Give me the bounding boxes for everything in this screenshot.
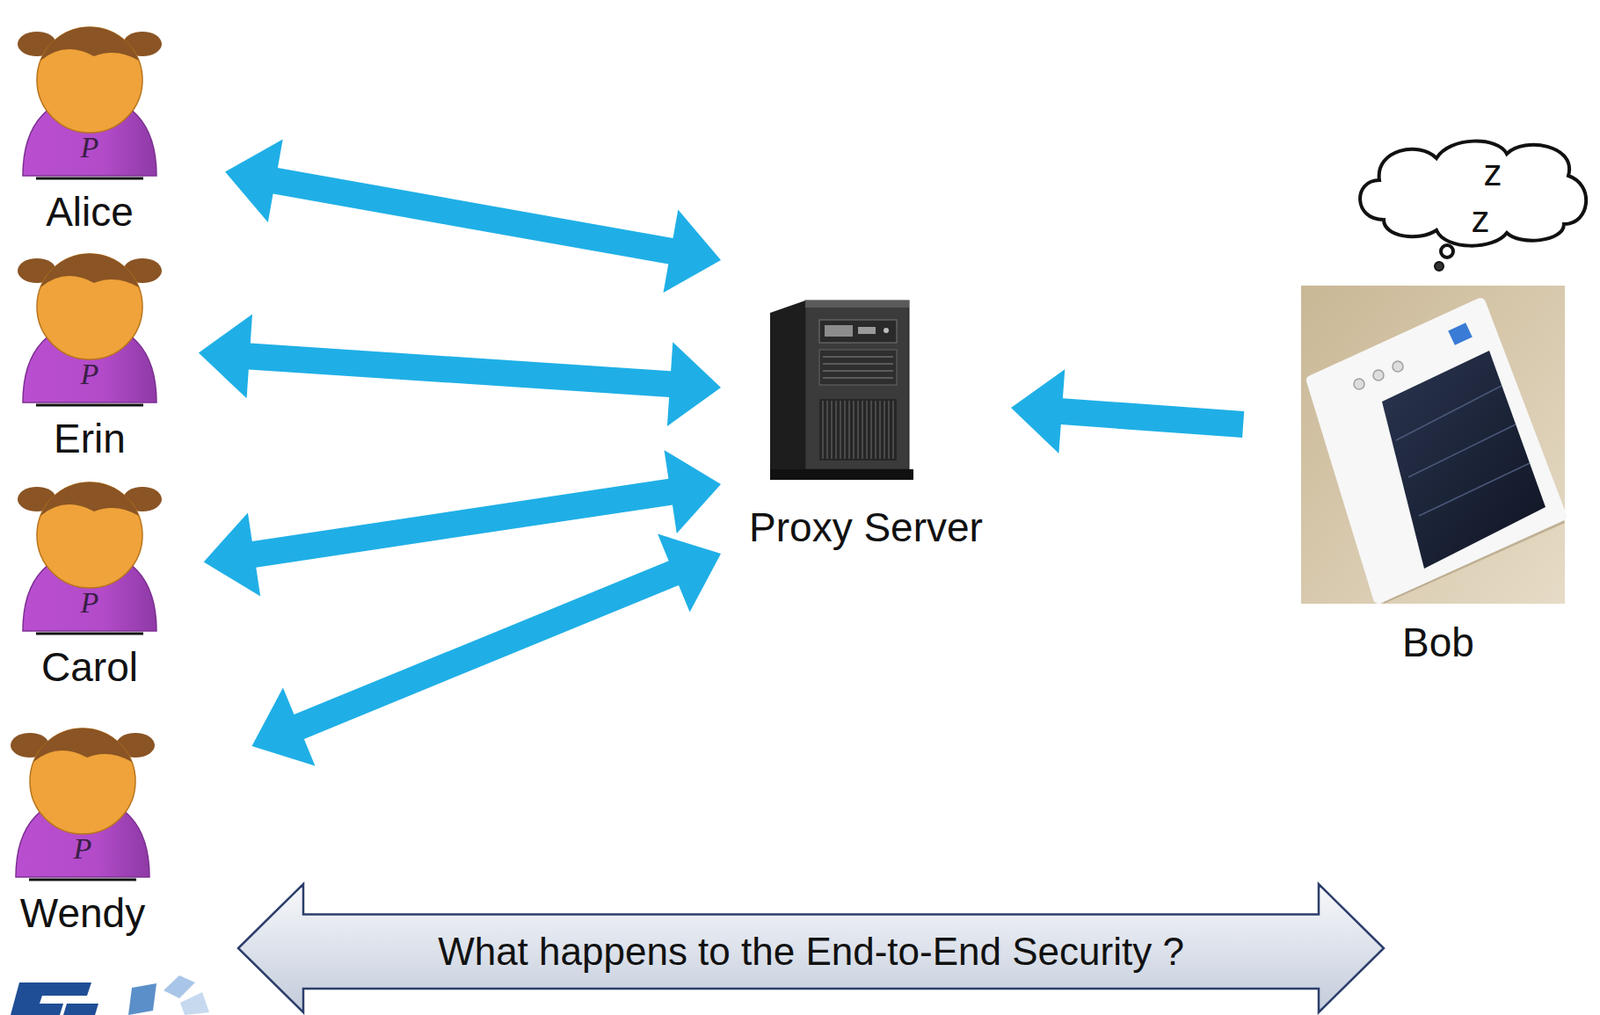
server-grille [819, 399, 897, 461]
block-arrow [225, 139, 721, 294]
person-hair [40, 27, 139, 61]
person-figure: P Carol [10, 467, 178, 692]
person-figure: P Wendy [3, 713, 171, 939]
logo-tile [128, 983, 157, 1015]
grille-line [843, 400, 846, 459]
grille-line [870, 400, 873, 459]
person-figure: P Erin [10, 239, 178, 464]
server-side [770, 300, 806, 480]
body-letter: P [80, 130, 100, 165]
person-head [29, 728, 136, 835]
grille-line [874, 400, 877, 459]
person-hair [40, 254, 139, 288]
block-arrow [1010, 369, 1244, 454]
sleep-letter: z [1471, 198, 1491, 241]
drive-bay [819, 320, 897, 343]
person-head [36, 27, 143, 133]
block-arrow [252, 534, 722, 767]
server-node: Proxy Server [720, 210, 1011, 563]
panel-line [1408, 424, 1516, 478]
grille-line [879, 400, 881, 459]
grille-line [821, 400, 824, 459]
logo-tile [163, 975, 196, 999]
person-hair [33, 728, 132, 763]
device-sensor [1373, 370, 1384, 381]
person-baseline [36, 404, 144, 408]
logo-tile [180, 992, 210, 1015]
person-name: Carol [41, 644, 139, 691]
person-drawing [17, 482, 162, 634]
grille-line [830, 400, 833, 459]
cloud-bubble [1434, 261, 1444, 271]
grille-line [826, 400, 829, 459]
photo-ground [1301, 285, 1565, 604]
person-baseline [36, 177, 144, 181]
cloud-drawing [1360, 141, 1586, 271]
grille-line [857, 400, 859, 459]
bay-line [822, 370, 894, 372]
drive-bay [819, 349, 897, 386]
body-letter: P [73, 831, 93, 866]
person-hair [40, 482, 139, 517]
logo-mark [63, 1003, 99, 1015]
device-label: Bob [1402, 619, 1475, 667]
device-logo [1447, 322, 1473, 346]
band-outline [238, 884, 1384, 1013]
server-drawing [770, 300, 914, 480]
person-figure: P Alice [10, 12, 178, 237]
device-case [1311, 303, 1562, 599]
cloud-bubble [1440, 245, 1454, 258]
thought-cloud: zz [1348, 131, 1595, 277]
person-baseline [29, 879, 137, 882]
person-name: Wendy [20, 890, 146, 938]
device-node: Bob [1292, 281, 1572, 669]
person-drawing [10, 728, 155, 880]
device-sensor [1353, 378, 1365, 390]
sleep-letter: z [1483, 152, 1503, 195]
drive-slot [858, 327, 876, 335]
server-top [805, 300, 910, 308]
person-name: Erin [53, 415, 126, 463]
person-name: Alice [45, 189, 134, 236]
bay-line [822, 363, 894, 365]
server-base [770, 469, 914, 480]
grille-line [883, 400, 886, 459]
person-head [36, 482, 143, 589]
cloud-outline [1360, 141, 1586, 247]
device-shape [1292, 281, 1572, 669]
device-sensor [1392, 361, 1404, 372]
grille-line [852, 400, 855, 459]
person-drawing [17, 27, 162, 179]
block-arrow [198, 314, 721, 428]
grille-line [861, 400, 864, 459]
solar-panel [1381, 350, 1546, 569]
question-band: What happens to the End-to-End Security … [237, 883, 1385, 1014]
person-drawing [17, 254, 162, 406]
grille-line [835, 400, 837, 459]
grille-line [848, 400, 851, 459]
grille-line [839, 400, 842, 459]
grille-line [887, 400, 890, 459]
body-letter: P [80, 585, 100, 620]
panel-line [1396, 385, 1502, 441]
person-head [36, 254, 143, 360]
person-baseline [36, 632, 144, 636]
grille-line [865, 400, 868, 459]
drive-led [883, 327, 889, 334]
bay-line [822, 377, 894, 379]
server-front [805, 300, 910, 470]
bay-line [822, 356, 894, 358]
drive-slot [824, 325, 853, 337]
panel-line [1418, 463, 1530, 517]
server-label: Proxy Server [749, 504, 983, 552]
grille-line [892, 400, 895, 459]
device-drawing [1301, 285, 1565, 604]
question-text: What happens to the End-to-End Security … [437, 930, 1185, 975]
body-letter: P [80, 356, 100, 392]
